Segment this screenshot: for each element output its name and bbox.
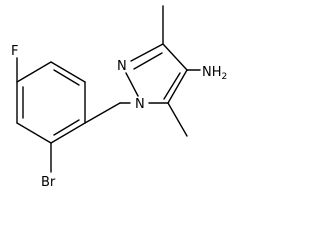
bond-c4-c5 (167, 69, 188, 104)
pyrazole-ring (125, 43, 188, 104)
bond-ring-double-2 (53, 119, 80, 136)
bond-c4-c5-double (163, 72, 181, 100)
bond-n2-c3 (130, 43, 164, 62)
bond-ring-1 (50, 61, 86, 83)
bond-ring-double-1 (53, 69, 80, 86)
bond-n1-n2 (125, 72, 139, 97)
bond-c5-methyl (167, 102, 188, 137)
atom-label-nh: NH (202, 65, 222, 80)
atom-label-f: F (11, 44, 18, 59)
bond-ring-ch2 (84, 102, 121, 124)
benzene-ring (16, 61, 86, 144)
atom-label-n2: N (117, 59, 127, 74)
bond-ring-4 (16, 122, 52, 144)
bond-ring-6 (16, 61, 52, 83)
bond-n2-c3-double (133, 52, 163, 70)
bond-ring-3 (50, 122, 86, 144)
molecule-structure: F Br N N NH2 (11, 5, 227, 190)
bond-c3-c4 (162, 43, 188, 71)
atom-label-br: Br (41, 175, 56, 190)
atom-label-nh2: NH2 (202, 65, 227, 82)
atom-label-n1: N (135, 97, 145, 112)
atom-label-nh2-subscript: 2 (222, 72, 228, 82)
